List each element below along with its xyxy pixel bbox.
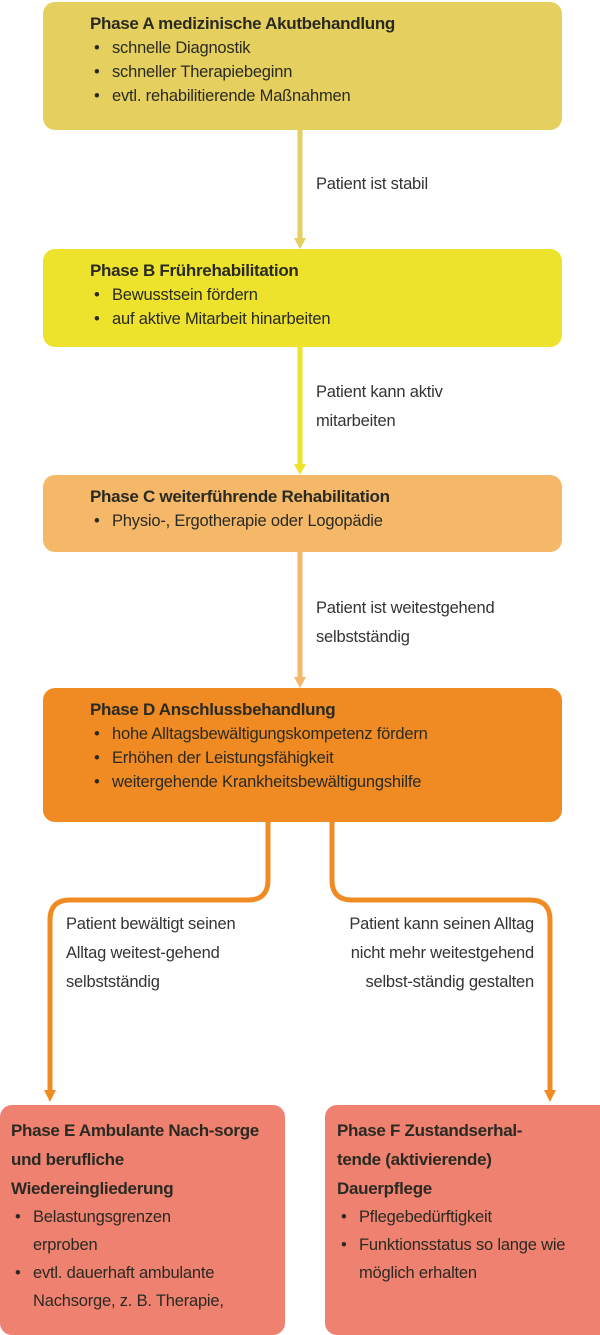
phase-a-item: schneller Therapiebeginn [90,60,562,84]
phase-b-item: Bewusstsein fördern [90,283,562,307]
phase-a-box: Phase A medizinische Akutbehandlung schn… [43,2,562,130]
phase-e-box: Phase E Ambulante Nach-sorge und berufli… [0,1105,285,1335]
phase-b-item: auf aktive Mitarbeit hinarbeiten [90,307,562,331]
arrow-d-e [47,822,271,1092]
transition-c-d: Patient ist weitestgehend selbstständig [316,599,495,646]
phase-a-item: evtl. rehabilitierende Maßnahmen [90,84,562,108]
phase-e-item: Belastungsgrenzen erproben [11,1203,279,1259]
phase-d-item: hohe Alltagsbewältigungskompetenz förder… [90,722,562,746]
phase-c-box: Phase C weiterführende Rehabilitation Ph… [43,475,562,552]
phase-a-title: Phase A medizinische Akutbehandlung [90,14,395,33]
transition-d-e: Patient bewältigt seinen Alltag weitest-… [66,915,236,991]
arrowhead-b [294,238,306,249]
phase-a-item: schnelle Diagnostik [90,36,562,60]
arrowhead-f [544,1090,556,1102]
transition-a-b: Patient ist stabil [316,175,428,193]
phase-d-item: weitergehende Krankheitsbewältigungshilf… [90,770,562,794]
transition-b-c: Patient kann aktiv mitarbeiten [316,383,443,430]
arrowhead-e [44,1090,56,1102]
phase-b-box: Phase B Frührehabilitation Bewusstsein f… [43,249,562,347]
phase-c-item: Physio-, Ergotherapie oder Logopädie [90,509,562,533]
phase-f-box: Phase F Zustandserhal-tende (aktivierend… [325,1105,600,1335]
arrow-d-f [329,822,553,1092]
phase-f-title: Phase F Zustandserhal-tende (aktivierend… [337,1121,523,1198]
phase-d-item: Erhöhen der Leistungsfähigkeit [90,746,562,770]
phase-d-box: Phase D Anschlussbehandlung hohe Alltags… [43,688,562,822]
phase-e-item: evtl. dauerhaft ambulante Nachsorge, z. … [11,1259,279,1315]
phase-e-title: Phase E Ambulante Nach-sorge und berufli… [11,1121,259,1198]
arrowhead-c [294,464,306,475]
phase-b-title: Phase B Frührehabilitation [90,261,299,280]
phase-c-title: Phase C weiterführende Rehabilitation [90,487,390,506]
transition-d-f: Patient kann seinen Alltag nicht mehr we… [349,915,534,991]
arrowhead-d [294,677,306,688]
phase-f-item: Pflegebedürftigkeit [337,1203,595,1231]
phase-f-item: Funktionsstatus so lange wie möglich erh… [337,1231,595,1287]
phase-d-title: Phase D Anschlussbehandlung [90,700,336,719]
